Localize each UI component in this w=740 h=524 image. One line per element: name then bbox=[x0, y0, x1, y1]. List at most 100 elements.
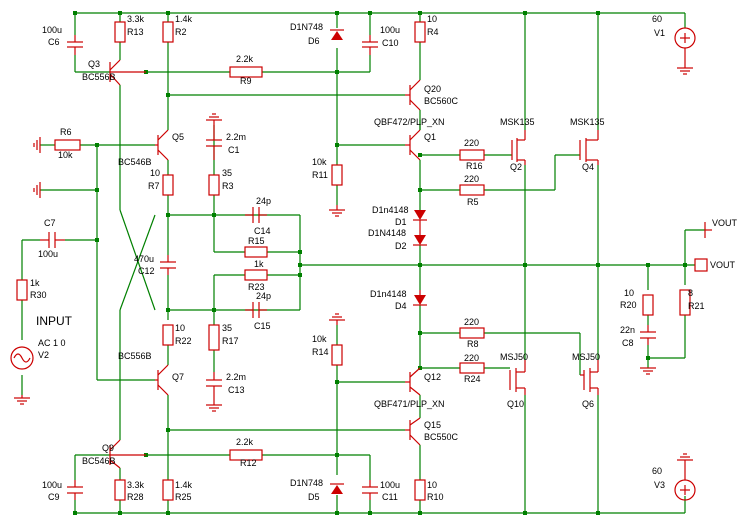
label-r9-value: 2.2k bbox=[236, 54, 254, 64]
label-q3-ref: Q3 bbox=[88, 59, 100, 69]
label-c1-value: 2.2m bbox=[226, 132, 246, 142]
label-r2-value: 1.4k bbox=[175, 14, 193, 24]
label-r17-ref: R17 bbox=[222, 336, 239, 346]
label-r11-ref: R11 bbox=[312, 170, 328, 180]
cap-c7-symbol bbox=[40, 232, 65, 248]
label-c15-ref: C15 bbox=[254, 321, 271, 331]
label-v1-ref: V1 bbox=[654, 28, 665, 38]
label-r15-value: 1k bbox=[254, 259, 264, 269]
mosfet-q6-symbol bbox=[580, 360, 599, 395]
label-d6-ref: D6 bbox=[308, 36, 320, 46]
label-vout-port: VOUT bbox=[710, 260, 736, 270]
label-c9-ref: C9 bbox=[48, 492, 60, 502]
label-r12-value: 2.2k bbox=[236, 437, 254, 447]
bjt-q20-symbol bbox=[405, 79, 421, 111]
cap-c11-symbol bbox=[362, 480, 378, 500]
source-v2-symbol bbox=[10, 346, 34, 370]
label-r2-ref: R2 bbox=[175, 27, 187, 37]
label-q6-ref: Q6 bbox=[582, 399, 594, 409]
label-r20-value: 10 bbox=[624, 288, 634, 298]
mosfet-q2-symbol bbox=[511, 130, 526, 165]
label-r30-ref: R30 bbox=[30, 290, 47, 300]
label-c10-value: 100u bbox=[380, 25, 400, 35]
label-r22-ref: R22 bbox=[175, 336, 192, 346]
bjt-q5-symbol bbox=[155, 129, 169, 161]
label-r12-ref: R12 bbox=[240, 458, 257, 468]
diode-d1-symbol bbox=[413, 210, 427, 221]
label-q20-part: BC560C bbox=[424, 96, 459, 106]
cap-c1-symbol bbox=[206, 125, 222, 160]
resistors-horizontal bbox=[54, 66, 485, 461]
label-r14-ref: R14 bbox=[312, 347, 329, 357]
cap-c9-symbol bbox=[67, 480, 83, 500]
mosfet-q4-symbol bbox=[579, 130, 599, 165]
bjt-q9-symbol bbox=[109, 439, 146, 469]
ground-symbols bbox=[14, 48, 693, 480]
label-r6-ref: R6 bbox=[60, 127, 72, 137]
source-v1-symbol bbox=[674, 27, 696, 49]
label-c9-value: 100u bbox=[42, 480, 62, 490]
label-d1-ref: D1 bbox=[395, 217, 407, 227]
label-r9-ref: R9 bbox=[240, 76, 252, 86]
label-r24-value: 220 bbox=[464, 353, 479, 363]
bjt-q7-symbol bbox=[155, 364, 169, 396]
zener-d5-symbol bbox=[330, 483, 344, 494]
label-r5-ref: R5 bbox=[467, 197, 479, 207]
label-c11-value: 100u bbox=[380, 480, 400, 490]
label-q12-ref: Q12 bbox=[424, 372, 441, 382]
label-c8-value: 22n bbox=[620, 325, 635, 335]
label-c15-value: 24p bbox=[256, 291, 271, 301]
resistors-vertical bbox=[16, 21, 691, 501]
label-c14-value: 24p bbox=[256, 196, 271, 206]
label-q10-ref: Q10 bbox=[507, 399, 524, 409]
label-q5-part: BC546B bbox=[118, 157, 152, 167]
label-input: INPUT bbox=[36, 314, 73, 328]
bjt-q12-symbol bbox=[405, 367, 421, 396]
label-v2-value: AC 1 0 bbox=[38, 338, 66, 348]
label-d4-ref: D4 bbox=[395, 301, 407, 311]
label-r16-value: 220 bbox=[464, 138, 479, 148]
label-q15-part: BC550C bbox=[424, 432, 459, 442]
label-r24-ref: R24 bbox=[464, 374, 481, 384]
label-r8-ref: R8 bbox=[467, 339, 479, 349]
zener-d6-symbol bbox=[330, 29, 344, 40]
mosfet-q10-symbol bbox=[509, 360, 526, 395]
bjt-q3-symbol bbox=[109, 59, 146, 86]
label-r4-ref: R4 bbox=[427, 27, 439, 37]
label-v2-ref: V2 bbox=[38, 350, 49, 360]
label-q9-ref: Q9 bbox=[102, 443, 114, 453]
label-q1-ref: Q1 bbox=[424, 132, 436, 142]
label-r4-value: 10 bbox=[427, 14, 437, 24]
label-q4-part: MSK135 bbox=[570, 117, 605, 127]
label-c12-value: 470u bbox=[134, 254, 154, 264]
cap-c6-symbol bbox=[67, 35, 83, 55]
label-r3-ref: R3 bbox=[222, 181, 234, 191]
label-d2-value: D1N4148 bbox=[368, 228, 406, 238]
label-r14-value: 10k bbox=[312, 334, 327, 344]
label-r3-value: 35 bbox=[222, 168, 232, 178]
label-d2-ref: D2 bbox=[395, 241, 407, 251]
label-q5-ref: Q5 bbox=[172, 132, 184, 142]
label-c8-ref: C8 bbox=[622, 338, 634, 348]
label-vout-net: VOUT bbox=[712, 218, 738, 228]
label-q10-part: MSJ50 bbox=[500, 352, 528, 362]
diode-d4-symbol bbox=[413, 290, 427, 306]
label-q4-ref: Q4 bbox=[582, 162, 594, 172]
label-d1-value: D1n4148 bbox=[372, 205, 409, 215]
label-d5-ref: D5 bbox=[308, 492, 320, 502]
label-r7-ref: R7 bbox=[148, 181, 160, 191]
label-r8-value: 220 bbox=[464, 317, 479, 327]
label-c12-ref: C12 bbox=[138, 266, 155, 276]
label-v1-value: 60 bbox=[652, 14, 662, 24]
label-d5-value: D1N748 bbox=[290, 478, 323, 488]
label-c6-ref: C6 bbox=[48, 37, 60, 47]
bjt-q1-symbol bbox=[405, 129, 421, 161]
label-r23-ref: R23 bbox=[248, 282, 265, 292]
label-r28-value: 3.3k bbox=[127, 480, 145, 490]
label-r10-ref: R10 bbox=[427, 492, 444, 502]
label-d4-value: D1n4148 bbox=[370, 289, 407, 299]
label-c10-ref: C10 bbox=[382, 38, 399, 48]
label-q12-part: QBF471/PLP_XN bbox=[374, 399, 445, 409]
label-q3-part: BC556B bbox=[82, 72, 116, 82]
